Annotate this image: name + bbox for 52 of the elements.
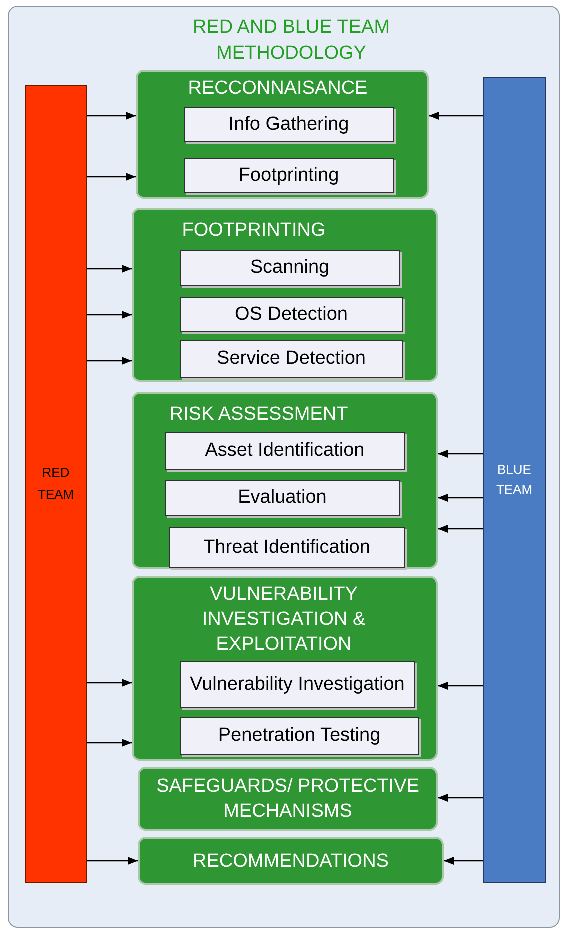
arrow [87, 265, 132, 273]
arrow [444, 857, 483, 865]
task-label: Asset Identification [205, 440, 365, 462]
task-label: Footprinting [238, 164, 340, 186]
arrow [87, 357, 132, 365]
phase-panel [136, 70, 429, 199]
task-label: Penetration Testing [218, 725, 381, 747]
task-label: OS Detection [235, 304, 348, 326]
arrow [87, 173, 136, 181]
arrow [438, 494, 483, 502]
task-box [180, 661, 415, 708]
phase-heading: FOOTPRINTING [181, 219, 327, 243]
task-box [184, 107, 394, 142]
task-box [180, 717, 419, 755]
diagram-title: RED AND BLUE TEAM METHODOLOGY [192, 16, 392, 66]
task-label: Scanning [250, 257, 330, 279]
task-label: Info Gathering [228, 114, 350, 136]
phase-panel [138, 767, 438, 831]
task-box [165, 480, 400, 516]
task-box [180, 340, 403, 378]
task-box [184, 158, 394, 193]
arrow [87, 311, 132, 319]
task-label: Service Detection [217, 348, 366, 370]
team-bar [25, 85, 87, 883]
phase-panel [132, 576, 438, 761]
arrow [87, 857, 138, 865]
task-box [180, 297, 403, 332]
arrow [429, 112, 483, 120]
phase-panel [132, 208, 438, 382]
team-bar [483, 77, 546, 883]
arrow [438, 525, 483, 533]
task-box [169, 527, 405, 568]
phase-heading: RECOMMENDATIONS [193, 850, 389, 874]
team-label: BLUE TEAM [495, 461, 534, 499]
team-label: RED TEAM [36, 464, 76, 504]
task-label: Evaluation [238, 487, 327, 509]
arrow [438, 450, 483, 458]
task-label: Threat Identification [204, 536, 370, 558]
phase-heading: RECCONNAISANCE [187, 77, 369, 101]
arrow [87, 739, 132, 747]
phase-heading: RISK ASSESSMENT [168, 403, 350, 427]
arrow [438, 682, 483, 690]
task-box [165, 432, 405, 470]
phase-heading: VULNERABILITY INVESTIGATION & EXPLOITATION [201, 583, 367, 657]
arrow [87, 112, 136, 120]
phase-panel [132, 392, 438, 569]
arrow [87, 679, 132, 687]
phase-heading: SAFEGUARDS/ PROTECTIVE MECHANISMS [156, 775, 420, 824]
phase-panel [138, 837, 444, 885]
task-label: Vulnerability Investigation [190, 674, 405, 696]
arrow [438, 794, 483, 802]
task-box [180, 250, 400, 286]
